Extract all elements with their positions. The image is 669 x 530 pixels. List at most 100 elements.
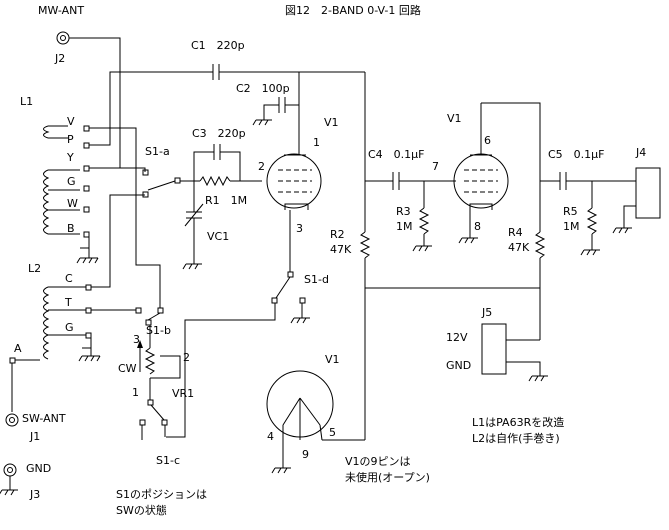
r4-resistor: [534, 231, 546, 259]
s1c-label: S1-c: [156, 454, 180, 467]
j3-connector: [3, 463, 17, 477]
tap-c-wire: [91, 194, 145, 288]
vr1-pin1: 1: [132, 386, 139, 399]
r2-value: 47K: [330, 243, 352, 256]
j4-connector: [612, 167, 661, 234]
s1d-out-wire: [166, 303, 276, 438]
tap-g: G: [67, 175, 76, 188]
v1a-tube: [266, 140, 322, 210]
note-l1: L1はPA63Rを改造: [472, 415, 564, 429]
vc1-label: VC1: [207, 230, 229, 243]
c1-label: C1 220p: [191, 39, 245, 52]
v1c-pin5: 5: [329, 426, 336, 439]
r3-ground-icon: [412, 234, 432, 252]
v1b-pin8: 8: [474, 220, 481, 233]
s1a-switch: [142, 169, 181, 198]
v12-label: 12V: [446, 331, 468, 344]
r5-label: R5: [563, 205, 578, 218]
tap-w: W: [67, 197, 78, 210]
c3-left-wire: [193, 151, 214, 181]
c3-right-wire: [220, 151, 241, 181]
note-l2: L2は自作(手巻き): [472, 431, 560, 445]
j5-connector: [481, 323, 548, 382]
mw-ant-wire: [69, 37, 121, 168]
tap-t: T: [64, 296, 72, 309]
note-sw-line1: S1のポジションは: [116, 488, 207, 501]
v1b-pin6: 6: [484, 134, 491, 147]
j1-label: J1: [29, 430, 40, 443]
node-a: [9, 357, 40, 412]
j3-ground-icon: [0, 476, 18, 496]
r3-label: R3: [396, 205, 411, 218]
vr1-label: VR1: [172, 387, 194, 400]
j5-label: J5: [481, 306, 492, 319]
gnd2-label: GND: [446, 359, 471, 372]
vc1-arrow: [184, 203, 204, 227]
l1-label: L1: [20, 95, 33, 108]
v1c-pin9: 9: [302, 448, 309, 461]
cw-label: CW: [118, 362, 137, 375]
c5-label: C5 0.1μF: [548, 148, 605, 161]
l2-coil: [43, 286, 86, 360]
v1b-ground-icon: [458, 210, 478, 244]
vr1-arrow-head: [137, 340, 143, 348]
v1c-tube-pinout: [266, 370, 334, 474]
v1a-pin2: 2: [258, 160, 265, 173]
s1a-label: S1-a: [145, 145, 170, 158]
s1b-switch: [135, 307, 164, 326]
c2-ground-icon: [252, 119, 272, 126]
j2-label: J2: [54, 52, 65, 65]
tap-v: V: [67, 115, 75, 128]
tap-v-wire: [89, 127, 161, 308]
v1a-pin3: 3: [296, 222, 303, 235]
c2-left-wire: [263, 104, 279, 120]
vc1-ground-icon: [182, 218, 202, 270]
diagram-title: 図12 2-BAND 0-V-1 回路: [285, 4, 421, 17]
c3-label: C3 220p: [192, 127, 246, 140]
l2-terminals: [85, 284, 92, 339]
tap-p-wire: [89, 71, 200, 146]
s1b-label: S1-b: [146, 324, 171, 337]
tap-y: Y: [66, 151, 74, 164]
v1b-label: V1: [447, 112, 462, 125]
s1d-switch: [271, 271, 306, 304]
l2-label: L2: [28, 262, 41, 275]
r4-label: R4: [508, 226, 523, 239]
vr1-resistor: [144, 347, 156, 375]
c2-label: C2 100p: [236, 82, 290, 95]
j4-label: J4: [635, 146, 646, 159]
c4-label: C4 0.1μF: [368, 148, 425, 161]
vr1-pin3: 3: [133, 333, 140, 346]
vr1-pin2: 2: [183, 351, 190, 364]
note-pin9-line1: V1の9ピンは: [345, 455, 411, 468]
sw-ant-label: SW-ANT: [22, 412, 66, 425]
v1c-pin4: 4: [267, 430, 274, 443]
v1a-label: V1: [324, 116, 339, 129]
vr1-wiper-wire: [150, 355, 181, 379]
s1d-label: S1-d: [304, 273, 329, 286]
j2-connector: [56, 31, 70, 45]
tap-g2: G: [65, 321, 74, 334]
r3-resistor: [418, 207, 430, 235]
s1d-ground-icon: [290, 303, 310, 324]
note-sw-line2: SWの状態: [116, 503, 167, 517]
l2-ground-icon: [78, 348, 101, 362]
r4-value: 47K: [508, 241, 530, 254]
j1-connector: [5, 413, 19, 427]
l1-coil: [43, 125, 80, 235]
tap-b: B: [67, 222, 75, 235]
s1c-switch: [139, 399, 168, 426]
j3-label: J3: [29, 488, 40, 501]
tap-y-wire: [89, 167, 146, 172]
r5-resistor: [586, 207, 598, 235]
node-a-label: A: [14, 342, 22, 355]
r1-resistor: [199, 175, 231, 187]
gnd-label: GND: [26, 462, 51, 475]
v1b-tube: [453, 103, 509, 210]
l1-ground-icon: [76, 248, 99, 264]
mw-ant-label: MW-ANT: [38, 4, 84, 17]
r3-value: 1M: [396, 220, 413, 233]
r1-label: R1 1M: [205, 194, 247, 207]
